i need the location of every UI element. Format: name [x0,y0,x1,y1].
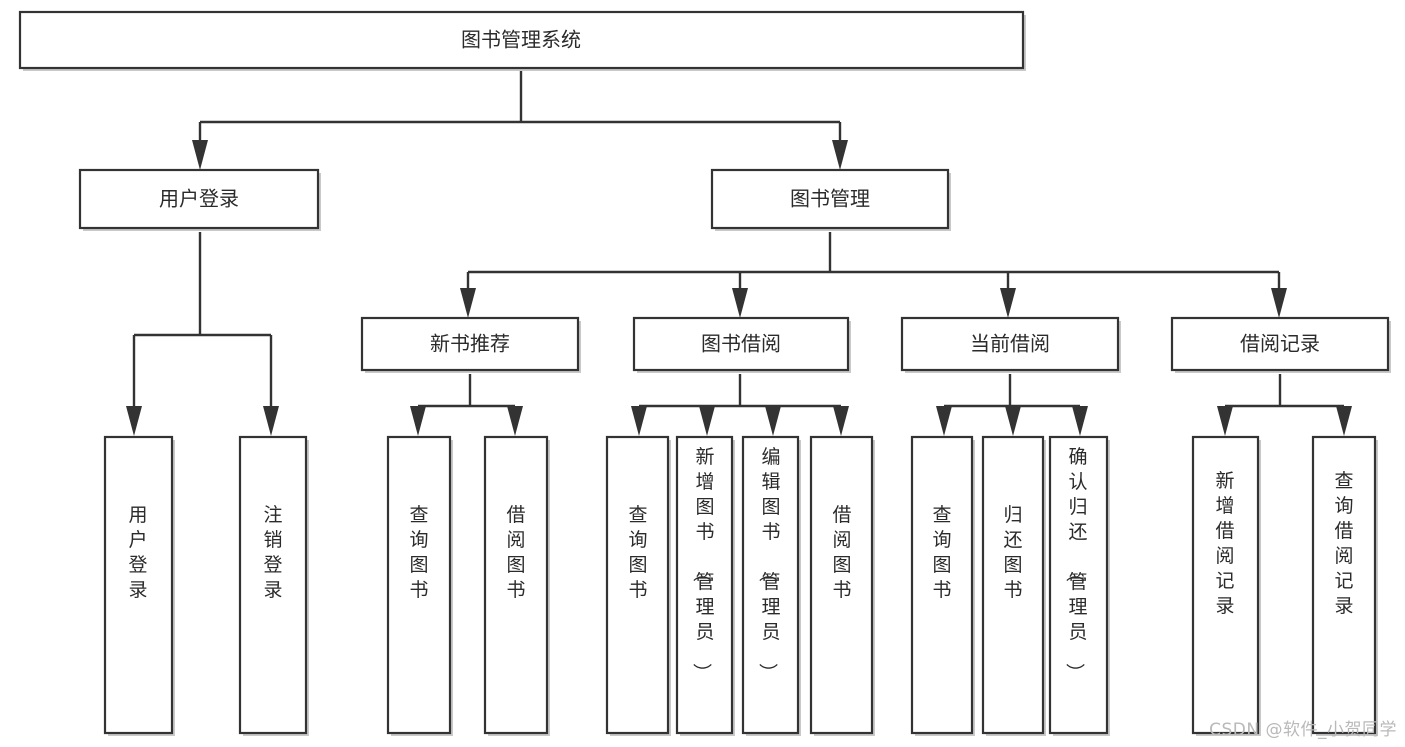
node-leaf-user-logout-label: 注销登录 [263,504,282,601]
node-book-management-label: 图书管理 [790,187,870,211]
node-new-book-recommend[interactable]: 新书推荐 [360,316,581,373]
node-leaf-confirm-return[interactable]: 确认归还（管理员） [1048,435,1110,736]
arrow-head-user-login [192,140,208,170]
node-current-borrow-label: 当前借阅 [970,332,1050,356]
node-user-login-box [78,168,320,230]
node-current-borrow[interactable]: 当前借阅 [900,316,1121,373]
node-leaf-add-record[interactable]: 新增借阅记录 [1191,435,1261,736]
node-leaf-user-login-label: 用户登录 [128,504,147,601]
node-leaf-query-book-1-label: 查询图书 [409,504,428,601]
arrow-head-leaf-user-logout [263,406,279,436]
node-current-borrow-box [900,316,1120,372]
node-leaf-query-record-label: 查询借阅记录 [1334,470,1353,617]
node-book-borrow[interactable]: 图书借阅 [632,316,851,373]
node-leaf-query-book-3-box [910,435,974,735]
node-leaf-query-book-3[interactable]: 查询图书 [910,435,975,736]
node-leaf-return-book-box [981,435,1045,735]
arrow-head-leaf-query-book-1 [410,406,426,436]
node-leaf-borrow-book-2-box [809,435,874,735]
node-leaf-borrow-book-1-label: 借阅图书 [506,504,525,601]
node-leaf-confirm-return-box [1048,435,1109,735]
arrow-head-leaf-return-book [1005,406,1021,436]
arrow-head-leaf-query-book-2 [631,406,647,436]
node-new-book-recommend-box [360,316,580,372]
node-borrow-record-label: 借阅记录 [1240,332,1320,356]
node-leaf-borrow-book-2-label: 借阅图书 [832,504,851,601]
arrow-head-current-borrow [1000,288,1016,318]
node-leaf-user-logout-box [238,435,308,735]
node-leaf-add-book-box [675,435,734,735]
node-leaf-confirm-return-label: 确认归还（管理员） [1063,446,1087,682]
node-leaf-query-book-1[interactable]: 查询图书 [386,435,453,736]
node-root-box [18,10,1025,70]
node-leaf-borrow-book-1[interactable]: 借阅图书 [483,435,550,736]
node-root[interactable]: 图书管理系统 [18,10,1026,71]
node-leaf-return-book-label: 归还图书 [1003,504,1022,601]
node-leaf-query-record[interactable]: 查询借阅记录 [1311,435,1378,736]
arrow-head-leaf-borrow-book-2 [833,406,849,436]
node-leaf-user-logout[interactable]: 注销登录 [238,435,309,736]
arrow-head-borrow-record [1271,288,1287,318]
node-leaf-add-record-label: 新增借阅记录 [1215,470,1234,617]
arrow-head-leaf-borrow-book-1 [507,406,523,436]
node-root-label: 图书管理系统 [461,28,581,52]
node-leaf-add-book[interactable]: 新增图书（管理员） [675,435,735,736]
node-leaf-add-record-box [1191,435,1260,735]
node-leaf-edit-book-box [741,435,800,735]
arrow-head-leaf-user-login [126,406,142,436]
connector-layer [126,70,1352,436]
arrow-head-new-book-recommend [460,288,476,318]
arrow-head-leaf-add-book [699,406,715,436]
node-leaf-edit-book[interactable]: 编辑图书（管理员） [741,435,801,736]
node-book-management-box [710,168,950,230]
node-leaf-borrow-book-1-box [483,435,549,735]
node-book-borrow-box [632,316,850,372]
node-leaf-add-book-label: 新增图书（管理员） [690,446,714,682]
node-user-login-label: 用户登录 [159,187,239,211]
arrow-head-book-borrow [732,288,748,318]
node-leaf-query-book-1-box [386,435,452,735]
node-leaf-query-book-2-box [605,435,670,735]
node-user-login[interactable]: 用户登录 [78,168,321,231]
arrow-head-leaf-query-record [1336,406,1352,436]
node-leaf-user-login[interactable]: 用户登录 [103,435,175,736]
node-book-borrow-label: 图书借阅 [701,332,781,356]
arrow-head-leaf-confirm-return [1072,406,1088,436]
node-leaf-query-book-2[interactable]: 查询图书 [605,435,671,736]
arrow-head-leaf-add-record [1217,406,1233,436]
node-book-management[interactable]: 图书管理 [710,168,951,231]
arrow-head-leaf-edit-book [765,406,781,436]
node-borrow-record-box [1170,316,1390,372]
node-leaf-return-book[interactable]: 归还图书 [981,435,1046,736]
node-new-book-recommend-label: 新书推荐 [430,332,510,356]
node-leaf-borrow-book-2[interactable]: 借阅图书 [809,435,875,736]
node-borrow-record[interactable]: 借阅记录 [1170,316,1391,373]
arrow-head-leaf-query-book-3 [936,406,952,436]
node-leaf-query-record-box [1311,435,1377,735]
node-leaf-edit-book-label: 编辑图书（管理员） [756,446,780,682]
node-leaf-query-book-2-label: 查询图书 [628,504,647,601]
arrow-head-book-management [832,140,848,170]
node-leaf-query-book-3-label: 查询图书 [932,504,951,601]
node-leaf-user-login-box [103,435,174,735]
